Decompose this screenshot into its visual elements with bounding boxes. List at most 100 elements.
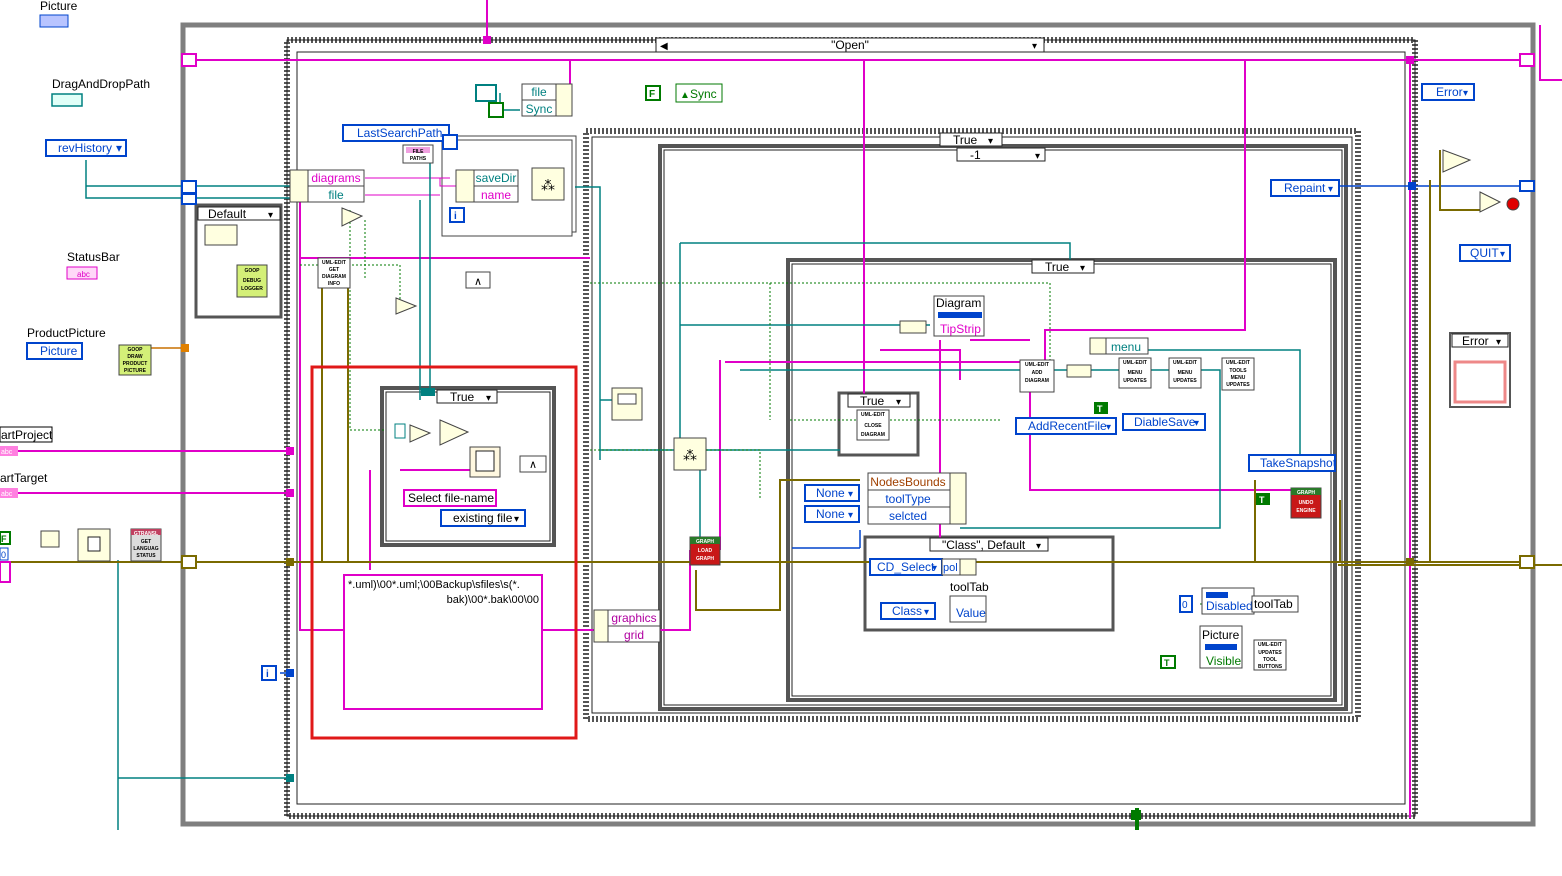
svg-text:name: name — [481, 188, 511, 202]
tools-menu-updates-vi[interactable]: UML-EDIT TOOLS MENU UPDATES — [1221, 357, 1255, 391]
default-case-frame[interactable] — [194, 203, 283, 319]
product-picture-terminal[interactable]: ProductPicture Picture — [26, 326, 106, 360]
nodes-bounds-bundle[interactable]: NodesBounds toolType selcted — [867, 472, 967, 525]
open-case-selector[interactable]: ◀ "Open" ▾ — [655, 37, 1045, 53]
menu-updates-vi-2[interactable]: UML-EDIT MENU UPDATES — [1168, 357, 1202, 389]
bool-f-constant[interactable]: F — [0, 531, 11, 545]
svg-text:-1: -1 — [970, 148, 981, 162]
save-dir-name-cluster[interactable]: saveDir name ⁂ i — [449, 167, 565, 223]
svg-text:abc: abc — [77, 270, 90, 279]
bool-logic-nodes[interactable] — [394, 419, 470, 446]
while-loop-frame[interactable] — [180, 22, 1536, 827]
last-search-path-local[interactable]: LastSearchPath FILE PATHS — [342, 124, 458, 164]
close-diagram-case-selector[interactable]: True ▾ — [847, 393, 911, 408]
svg-text:Default: Default — [208, 207, 247, 221]
inner-true-selector[interactable]: True ▾ — [1031, 259, 1095, 274]
svg-text:FILE: FILE — [413, 149, 424, 155]
svg-text:Sync: Sync — [690, 87, 717, 101]
svg-text:F: F — [1, 534, 7, 544]
picture-terminal[interactable]: Picture — [39, 0, 78, 28]
existing-file-enum[interactable]: existing file ▾ — [440, 509, 526, 527]
uml-get-diagram-info-vi[interactable]: UML-EDIT GET DIAGRAM INFO — [317, 257, 351, 289]
svg-text:"Open": "Open" — [831, 38, 869, 52]
svg-text:Sync: Sync — [526, 102, 553, 116]
class-default-selector[interactable]: "Class", Default ▾ — [929, 537, 1049, 552]
picture-visible-property[interactable]: T Picture Visible — [1160, 625, 1243, 669]
none-enum-1[interactable]: None ▾ — [804, 484, 860, 502]
bool-t-constant-b[interactable]: T — [1256, 493, 1270, 505]
sync-bool-property[interactable]: F Sync ▲ — [645, 83, 723, 103]
file-sync-property-node[interactable]: file Sync — [475, 83, 573, 118]
start-target-terminal[interactable]: artTarget abc — [0, 471, 48, 498]
tooltab-value-property[interactable]: toolTab Class ▾ Value — [880, 580, 989, 623]
repaint-method[interactable]: Repaint ▾ — [1270, 179, 1340, 197]
close-diagram-vi[interactable]: UML-EDIT CLOSE DIAGRAM — [856, 409, 890, 441]
svg-text:∧: ∧ — [474, 276, 482, 288]
start-project-terminal[interactable]: artProject abc — [0, 426, 53, 456]
update-tool-buttons-vi[interactable]: UML-EDIT UPDATES TOOL BUTTONS — [1253, 639, 1287, 671]
or-node[interactable]: ∧ — [465, 271, 491, 289]
select-node[interactable] — [1442, 149, 1472, 173]
add-diagram-vi[interactable]: UML-EDIT ADD DIAGRAM — [1019, 359, 1055, 393]
svg-text:DIAGRAM: DIAGRAM — [1025, 378, 1049, 384]
svg-text:Disabled: Disabled — [1206, 599, 1253, 613]
svg-text:UPDATES: UPDATES — [1258, 650, 1282, 656]
svg-text:GOOP: GOOP — [127, 347, 143, 353]
status-bar-terminal[interactable]: StatusBar abc — [66, 250, 120, 280]
select-file-case-selector[interactable]: True ▾ — [421, 388, 498, 404]
svg-text:"Class", Default: "Class", Default — [942, 538, 1026, 552]
quit-enum[interactable]: QUIT ▾ — [1459, 244, 1511, 262]
case-true-selector[interactable]: True ▾ — [939, 132, 1003, 147]
svg-text:DIAGRAM: DIAGRAM — [322, 274, 346, 280]
load-graph-vi[interactable]: GRAPH LOAD GRAPH — [689, 536, 721, 566]
file-pattern-constant[interactable]: *.uml)\00*.uml;\00Backup\sfiles\s(*. bak… — [343, 574, 543, 710]
case-minus1-selector[interactable]: -1 ▾ — [956, 147, 1046, 162]
menu-property[interactable]: menu — [1089, 337, 1149, 355]
bool-t-constant-a[interactable]: T — [1094, 402, 1108, 414]
svg-text:ADD: ADD — [1032, 370, 1043, 376]
diagram-tipstrip-property[interactable]: Diagram TipStrip — [899, 295, 985, 337]
goop-debug-logger-vi[interactable]: GOOP DEBUG LOGGER — [204, 224, 268, 298]
abc-to-menu-node[interactable] — [1066, 364, 1092, 378]
svg-text:DEBUG: DEBUG — [243, 278, 261, 284]
svg-text:saveDir: saveDir — [476, 171, 517, 185]
error-case-selector[interactable]: Error ▾ — [1451, 333, 1509, 348]
outer-info-constant[interactable]: i — [261, 665, 277, 681]
num-0-indicator[interactable]: 0 — [0, 547, 11, 583]
svg-text:Picture: Picture — [40, 0, 78, 13]
svg-text:abc: abc — [1, 491, 13, 498]
select-file-name-prompt[interactable]: Select file-name — [403, 489, 497, 507]
and-node[interactable]: ∧ — [519, 455, 547, 473]
dropdown-arrow-icon: ▾ — [988, 136, 993, 147]
middle-nodes[interactable]: ⁂ — [611, 387, 707, 471]
default-case-selector[interactable]: Default ▾ — [197, 206, 281, 221]
take-snapshot-method[interactable]: TakeSnapshot — [1248, 454, 1337, 472]
svg-text:existing file: existing file — [453, 511, 513, 525]
close-diagram-case-frame[interactable] — [837, 391, 920, 457]
left-small-nodes[interactable] — [40, 528, 162, 562]
graphics-grid-unbundle[interactable]: graphics grid — [593, 609, 661, 643]
svg-text:TOOL: TOOL — [1263, 657, 1277, 663]
error-unbundle-1[interactable]: Error ▾ — [1421, 83, 1475, 101]
drag-drop-path-terminal[interactable]: DragAndDropPath — [51, 77, 150, 107]
rev-history-terminal[interactable]: revHistory ▾ — [45, 139, 127, 157]
cd-select-enum[interactable]: CD_Select ▾ pol — [869, 558, 977, 576]
disabled-tooltab-property[interactable]: 0 Disabled toolTab — [1179, 587, 1299, 615]
compare-node[interactable] — [341, 207, 364, 227]
class-default-case-frame[interactable] — [863, 535, 1115, 632]
add-recent-file-method[interactable]: AddRecentFile ▾ — [1015, 417, 1117, 435]
menu-updates-vi-1[interactable]: UML-EDIT MENU UPDATES — [1118, 357, 1152, 389]
equal-node[interactable] — [1479, 191, 1520, 213]
file-dialog-express-vi[interactable] — [469, 446, 501, 478]
goop-draw-product-picture-vi[interactable]: GOOP DRAW PRODUCT PICTURE — [118, 344, 152, 376]
not-node-a[interactable] — [395, 297, 418, 315]
diable-save-method[interactable]: DiableSave ▾ — [1122, 413, 1206, 431]
get-language-status-vi[interactable]: GTRANSL GET LANGUAG STATUS — [133, 531, 158, 559]
svg-text:MENU: MENU — [1231, 375, 1246, 381]
none-enum-2[interactable]: None ▾ — [804, 505, 860, 523]
undo-engine-vi[interactable]: GRAPH UNDO ENGINE — [1290, 487, 1322, 519]
svg-text:DiableSave: DiableSave — [1134, 415, 1196, 429]
svg-text:artProject: artProject — [1, 428, 53, 442]
svg-text:Repaint: Repaint — [1284, 181, 1326, 195]
diagrams-file-unbundle[interactable]: diagrams file — [289, 169, 365, 203]
